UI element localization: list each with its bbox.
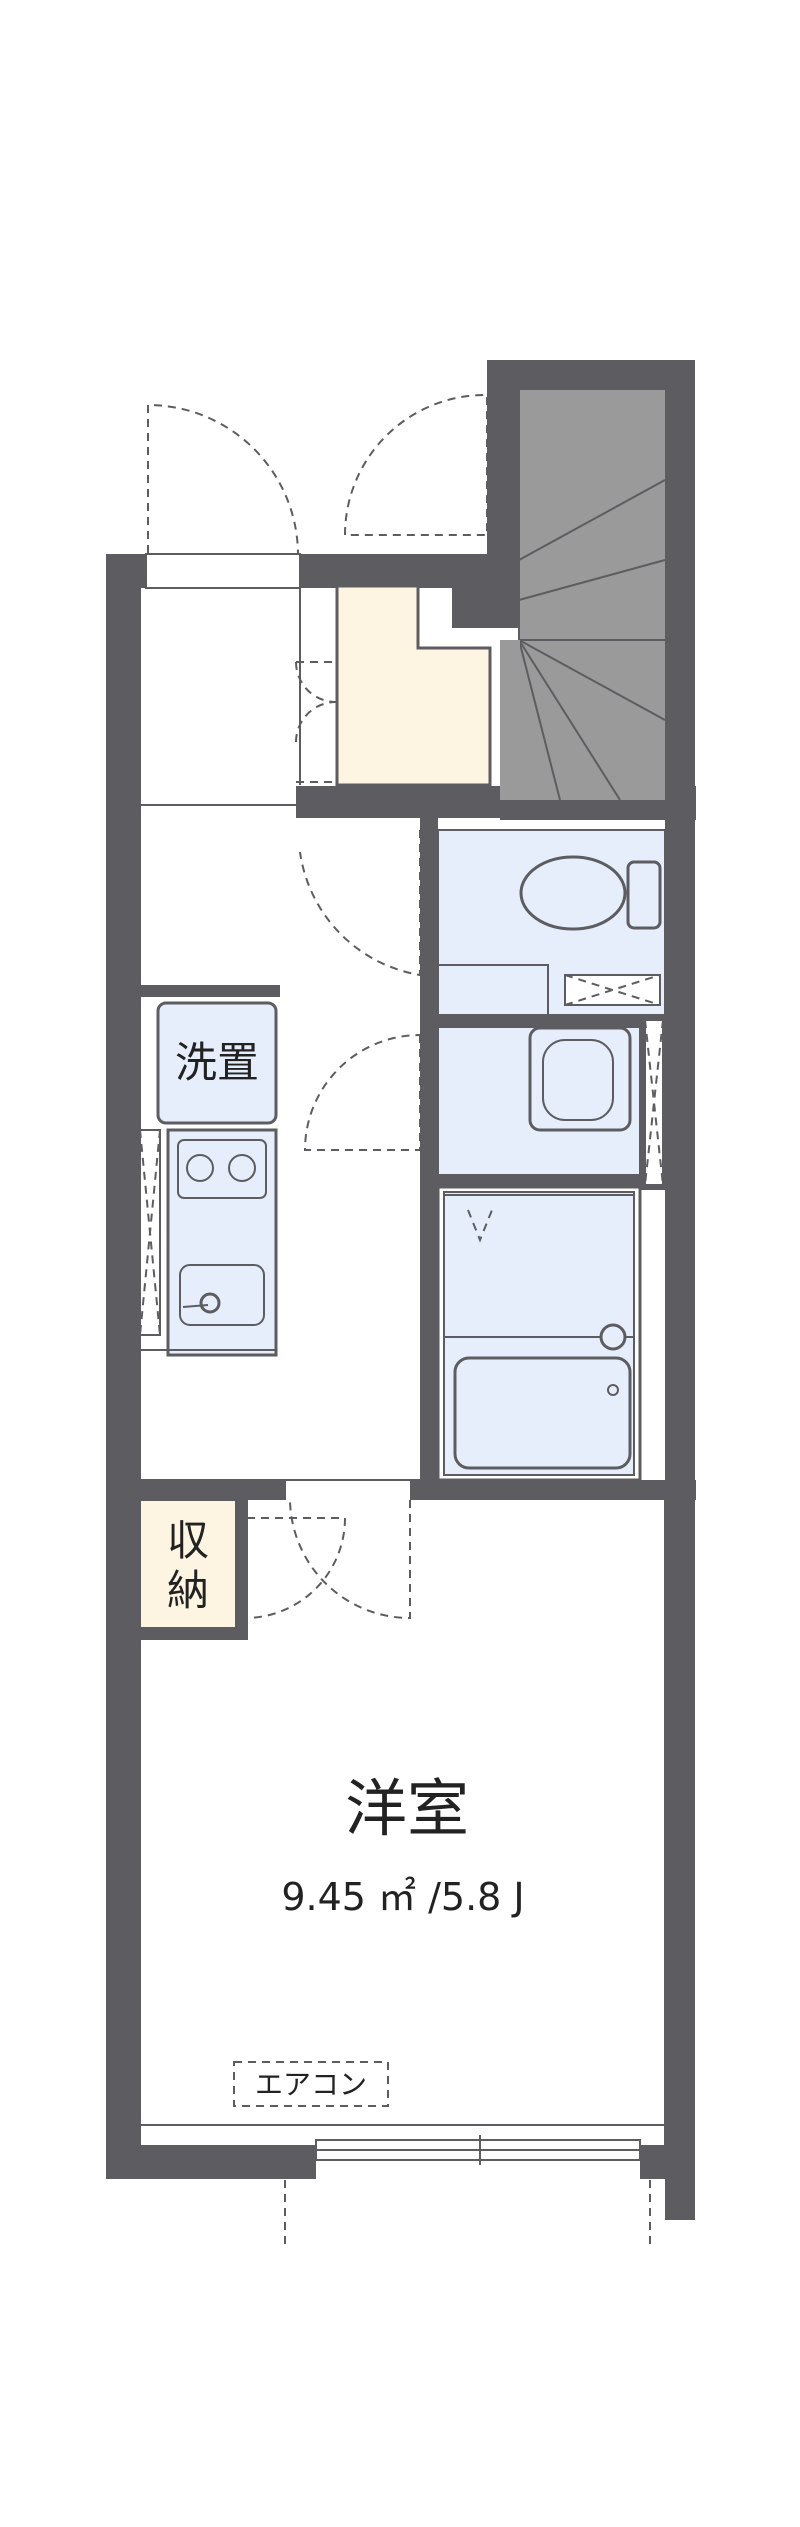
wall-stairs-bottom [500,800,696,820]
western-room-area: 9.45 ㎡ /5.8 J [281,1875,524,1919]
washroom [437,1019,664,1186]
faucet-icon [599,1323,627,1351]
room-storage [139,1499,237,1629]
western-room-label: 洋室 [345,1772,469,1845]
entrance-storage [335,584,492,787]
wall-room-top-left [106,1480,286,1500]
wall-left [106,554,140,2179]
kitchen-sink-icon [179,1264,265,1326]
wall-washer-top [140,985,280,997]
wash-area [443,1194,635,1338]
storage-door [246,1517,347,1619]
storage-label-1: 収 [167,1516,209,1565]
washer-space-label: 洗置 [175,1038,259,1087]
aircon-label: エアコン [255,2068,367,2101]
entrance-door [147,403,299,556]
outer-door [343,393,488,536]
storage-label-2: 納 [167,1566,209,1615]
toilet-door [299,830,421,977]
toilet-icon [519,855,627,931]
wall-top-left [106,554,146,588]
wall-bottom-right [640,2145,695,2179]
partitions [139,553,666,2165]
aircon-unit [233,2061,389,2107]
wall-storage-bottom [106,1628,248,1640]
wall-toilet-bottom [420,1015,665,1027]
kitchen [139,1001,278,1357]
staircase [500,390,666,801]
bathroom [436,1185,642,1482]
wall-tower-left [487,360,519,590]
toilet-tank-icon [626,860,662,930]
door-swings [147,393,651,2245]
washroom-door [303,1034,421,1151]
washing-machine-space [156,1001,278,1125]
stairs-lower-strip [500,640,520,800]
wall-storage-right [236,1490,248,1638]
wall-right [665,360,695,2220]
wall-top-mid [300,554,520,588]
wall-stair-notch [452,588,520,628]
wall-tower-top [487,360,695,390]
window-top [145,553,301,589]
wall-room-top-right [410,1480,696,1500]
wall-bottom-left [106,2145,316,2179]
toilet-room [437,829,666,1016]
bathtub-icon [453,1356,632,1470]
wall-wet-left [420,818,438,1488]
washroom-shelf [644,1019,664,1186]
walls [106,360,696,2220]
wall-wash-bottom [420,1175,665,1187]
stove-icon [177,1139,267,1199]
